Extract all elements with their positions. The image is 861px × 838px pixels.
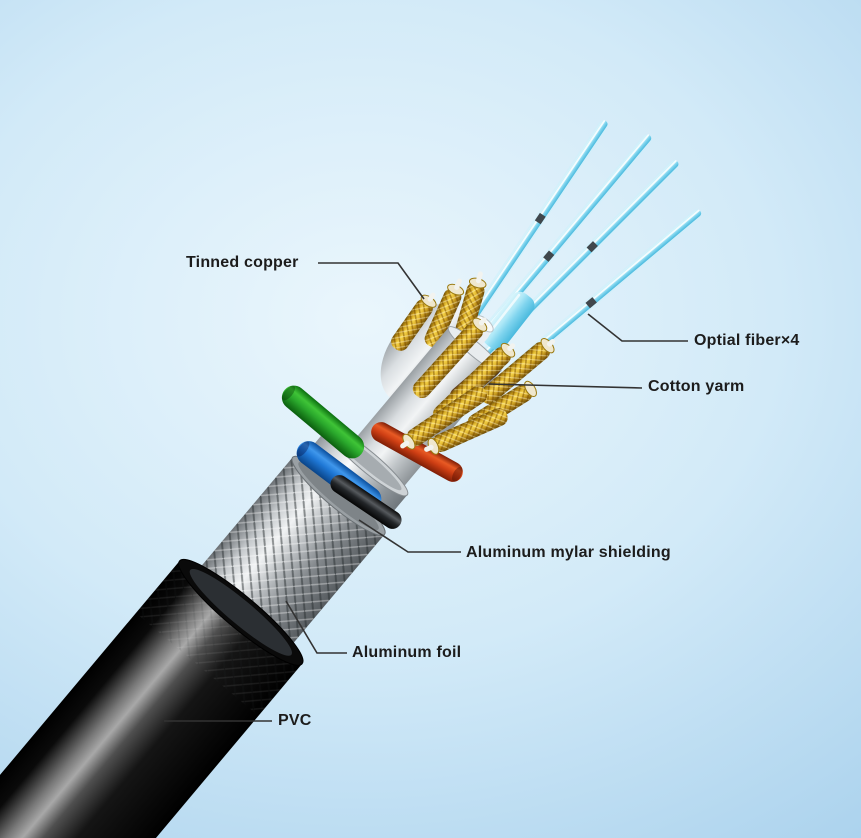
wire-green [281, 385, 365, 459]
leader-optical-fiber [587, 313, 688, 342]
fiber-bundle [482, 291, 535, 351]
leader-lines [164, 262, 688, 722]
leader-aluminum-foil [285, 600, 347, 654]
copper-braid-wire [400, 385, 488, 450]
label-aluminum-mylar: Aluminum mylar shielding [466, 544, 671, 561]
copper-braid-wire [479, 338, 556, 404]
cable-tubes [0, 426, 409, 838]
copper-braid-wire [412, 317, 488, 399]
pvc-jacket [0, 558, 304, 838]
optical-fiber [503, 209, 702, 377]
wire-red [371, 422, 463, 482]
copper-braid-wire [424, 278, 465, 348]
label-tinned-copper: Tinned copper [186, 254, 299, 271]
copper-braid-wire [455, 271, 487, 338]
leader-aluminum-mylar [358, 519, 461, 553]
label-pvc: PVC [278, 712, 312, 729]
copper-braid-wire [424, 408, 508, 455]
label-aluminum-foil: Aluminum foil [352, 644, 462, 661]
optical-fiber [452, 120, 609, 346]
label-cotton-yarn: Cotton yarm [648, 378, 745, 395]
wire-black [330, 475, 402, 529]
label-optical-fiber: Optial fiber×4 [694, 332, 800, 349]
leader-cotton-yarn [488, 383, 643, 389]
copper-braid-wire [391, 292, 437, 351]
leader-tinned-copper [318, 262, 425, 300]
